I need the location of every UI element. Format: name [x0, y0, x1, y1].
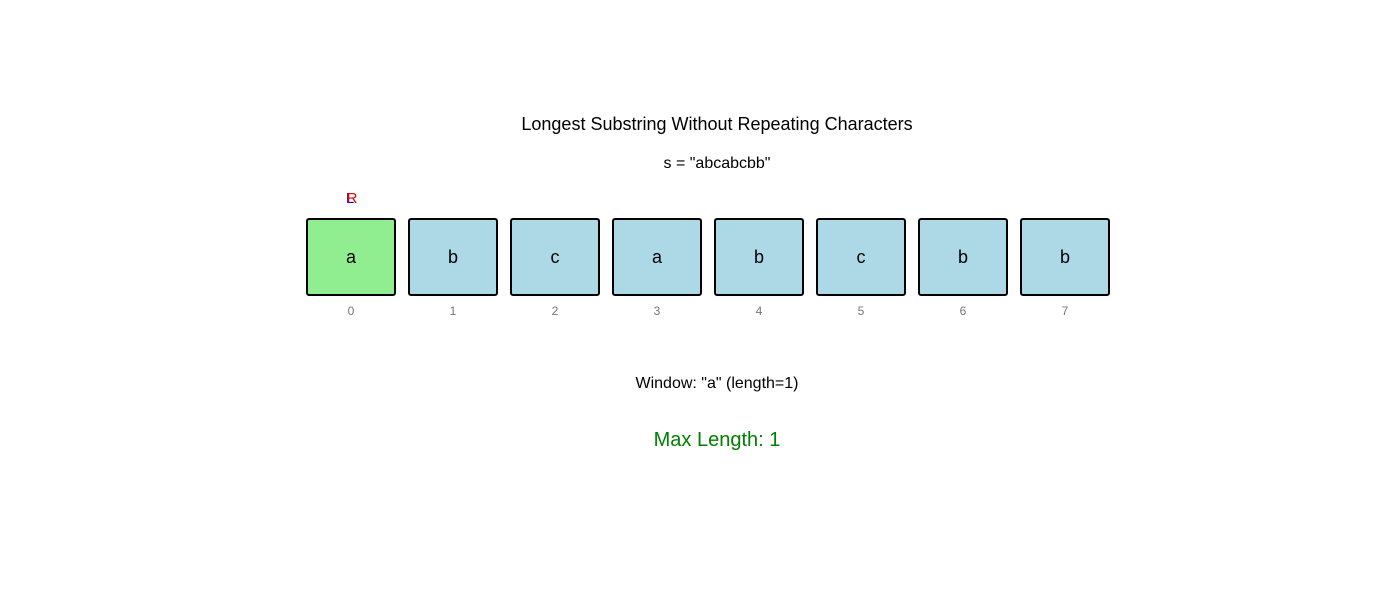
- page-title: Longest Substring Without Repeating Char…: [521, 114, 913, 134]
- char-index-0: 0: [347, 304, 355, 318]
- char-cell-4: b: [714, 218, 804, 296]
- max-length-result: Max Length: 1: [653, 429, 781, 451]
- char-index-4: 4: [755, 304, 763, 318]
- char-cell-2: c: [510, 218, 600, 296]
- char-cell-6: b: [918, 218, 1008, 296]
- char-cell-7: b: [1020, 218, 1110, 296]
- char-index-5: 5: [857, 304, 865, 318]
- window-info: Window: "a" (length=1): [635, 375, 799, 392]
- left-pointer-label: L: [345, 190, 355, 207]
- char-index-2: 2: [551, 304, 559, 318]
- char-index-1: 1: [449, 304, 457, 318]
- char-cell-5: c: [816, 218, 906, 296]
- char-cell-0: a: [306, 218, 396, 296]
- char-index-6: 6: [959, 304, 967, 318]
- char-cell-1: b: [408, 218, 498, 296]
- input-string-label: s = "abcabcbb": [663, 155, 771, 172]
- right-pointer-label: R: [346, 190, 358, 207]
- char-index-3: 3: [653, 304, 661, 318]
- char-index-7: 7: [1061, 304, 1069, 318]
- char-cell-3: a: [612, 218, 702, 296]
